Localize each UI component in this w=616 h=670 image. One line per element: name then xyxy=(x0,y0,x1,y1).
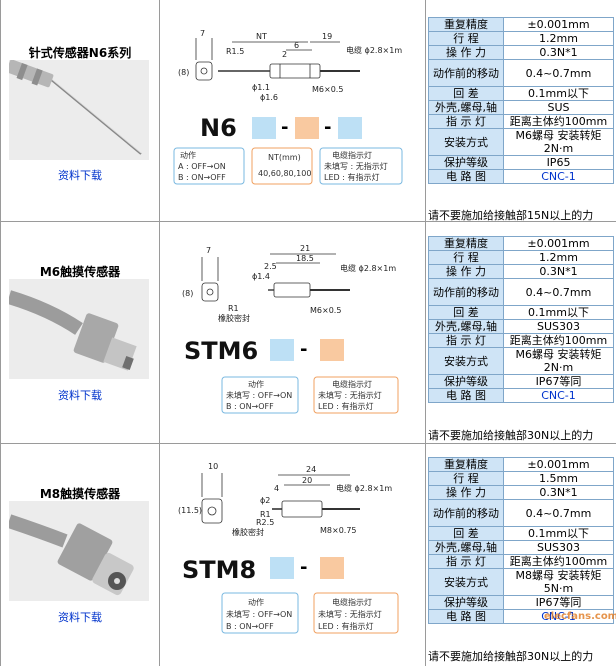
svg-text:(8): (8) xyxy=(182,289,193,298)
product-photo xyxy=(6,59,149,160)
svg-text:未填写 : OFF→ON: 未填写 : OFF→ON xyxy=(226,390,292,400)
needle-sensor-image xyxy=(6,59,149,160)
model-code: STM6 xyxy=(184,337,258,365)
dimension-diagram: 10 24 20 4 R2.5 ϕ2 (11.5) R1 橡胶密封 M8×0.7… xyxy=(160,443,425,666)
product-title: M6触摸传感器 xyxy=(39,265,121,279)
svg-text:4: 4 xyxy=(274,484,279,493)
svg-text:-: - xyxy=(324,117,331,138)
svg-text:LED : 有指示灯: LED : 有指示灯 xyxy=(318,401,373,411)
svg-text:未填写 : 无指示灯: 未填写 : 无指示灯 xyxy=(318,609,382,619)
svg-text:19: 19 xyxy=(322,32,332,41)
svg-text:未填写 : 无指示灯: 未填写 : 无指示灯 xyxy=(324,161,388,171)
svg-text:A : OFF→ON: A : OFF→ON xyxy=(178,162,226,171)
product-photo xyxy=(6,501,149,601)
dimension-diagram: 7 21 18.5 2.5 R1 ϕ1.4 (8) 橡胶密封 M6×0.5 电缆… xyxy=(160,221,425,443)
svg-text:动作: 动作 xyxy=(248,597,264,607)
svg-text:R1.5: R1.5 xyxy=(226,47,244,56)
svg-text:ϕ1.4: ϕ1.4 xyxy=(252,272,270,281)
svg-text:电缆指示灯: 电缆指示灯 xyxy=(332,379,372,389)
svg-text:电缆 ϕ2.8×1m: 电缆 ϕ2.8×1m xyxy=(346,45,402,55)
svg-text:6: 6 xyxy=(294,41,299,50)
svg-text:40,60,80,100: 40,60,80,100 xyxy=(258,169,311,178)
svg-text:R1: R1 xyxy=(228,304,239,313)
product-row-stm8: M8触摸传感器 资料下载 xyxy=(1,443,616,666)
svg-text:动作: 动作 xyxy=(180,150,196,160)
svg-text:动作: 动作 xyxy=(248,379,264,389)
svg-text:R1: R1 xyxy=(260,510,271,519)
svg-text:7: 7 xyxy=(206,246,211,255)
svg-text:20: 20 xyxy=(302,476,312,485)
svg-text:橡胶密封: 橡胶密封 xyxy=(232,527,264,537)
svg-text:M8×0.75: M8×0.75 xyxy=(320,526,357,535)
svg-text:ϕ2: ϕ2 xyxy=(260,496,270,505)
svg-text:10: 10 xyxy=(208,462,218,471)
download-link[interactable]: 资料下载 xyxy=(58,169,102,182)
product-title: 针式传感器N6系列 xyxy=(28,46,132,60)
product-title: M8触摸传感器 xyxy=(39,487,121,501)
product-row-n6: 针式传感器N6系列 资料下载 xyxy=(1,0,616,222)
svg-text:21: 21 xyxy=(300,244,310,253)
svg-text:2: 2 xyxy=(282,50,287,59)
dimension-diagram: 7 NT 19 6 2 R1.5 ϕ1.1 ϕ1.6 (8) M6×0.5 电缆… xyxy=(160,0,425,221)
svg-text:24: 24 xyxy=(306,465,316,474)
svg-text:-: - xyxy=(300,339,307,360)
warning-text: 请不要施加给接触部15N以上的力 xyxy=(428,209,594,222)
svg-text:-: - xyxy=(281,117,288,138)
svg-text:橡胶密封: 橡胶密封 xyxy=(218,313,250,323)
product-info-cell: M6触摸传感器 资料下载 xyxy=(1,221,159,443)
svg-text:B : ON→OFF: B : ON→OFF xyxy=(226,402,274,411)
svg-text:B : ON→OFF: B : ON→OFF xyxy=(178,173,226,182)
svg-text:未填写 : OFF→ON: 未填写 : OFF→ON xyxy=(226,609,292,619)
product-info-cell: 针式传感器N6系列 资料下载 xyxy=(1,0,159,221)
svg-text:(8): (8) xyxy=(178,68,189,77)
svg-text:-: - xyxy=(300,557,307,578)
svg-text:M6×0.5: M6×0.5 xyxy=(312,85,343,94)
download-link[interactable]: 资料下载 xyxy=(58,389,102,402)
download-link[interactable]: 资料下载 xyxy=(58,611,102,624)
warning-text: 请不要施加给接触部30N以上的力 xyxy=(428,429,594,442)
svg-text:2.5: 2.5 xyxy=(264,262,277,271)
warning-text: 请不要施加给接触部30N以上的力 xyxy=(428,650,594,663)
svg-text:电缆指示灯: 电缆指示灯 xyxy=(332,597,372,607)
product-photo xyxy=(6,279,149,379)
svg-text:ϕ1.1: ϕ1.1 xyxy=(252,83,270,92)
svg-text:电缆指示灯: 电缆指示灯 xyxy=(332,150,372,160)
svg-text:LED : 有指示灯: LED : 有指示灯 xyxy=(318,621,373,631)
model-code: N6 xyxy=(200,114,237,142)
product-info-cell: M8触摸传感器 资料下载 xyxy=(1,443,159,666)
watermark: elecfans.com xyxy=(544,611,616,622)
svg-text:LED : 有指示灯: LED : 有指示灯 xyxy=(324,172,379,182)
svg-text:B : ON→OFF: B : ON→OFF xyxy=(226,622,274,631)
svg-text:NT: NT xyxy=(256,32,267,41)
svg-text:电缆 ϕ2.8×1m: 电缆 ϕ2.8×1m xyxy=(336,483,392,493)
m8-sensor-image xyxy=(6,501,149,601)
product-row-stm6: M6触摸传感器 资料下载 xyxy=(1,221,616,444)
svg-text:NT(mm): NT(mm) xyxy=(268,153,301,162)
svg-text:未填写 : 无指示灯: 未填写 : 无指示灯 xyxy=(318,390,382,400)
model-code: STM8 xyxy=(182,556,256,584)
svg-text:M6×0.5: M6×0.5 xyxy=(310,306,341,315)
svg-text:R2.5: R2.5 xyxy=(256,518,274,527)
svg-text:7: 7 xyxy=(200,29,205,38)
svg-text:ϕ1.6: ϕ1.6 xyxy=(260,93,278,102)
svg-text:(11.5): (11.5) xyxy=(178,506,202,515)
svg-text:电缆 ϕ2.8×1m: 电缆 ϕ2.8×1m xyxy=(340,263,396,273)
svg-text:18.5: 18.5 xyxy=(296,254,314,263)
m6-sensor-image xyxy=(6,279,149,379)
